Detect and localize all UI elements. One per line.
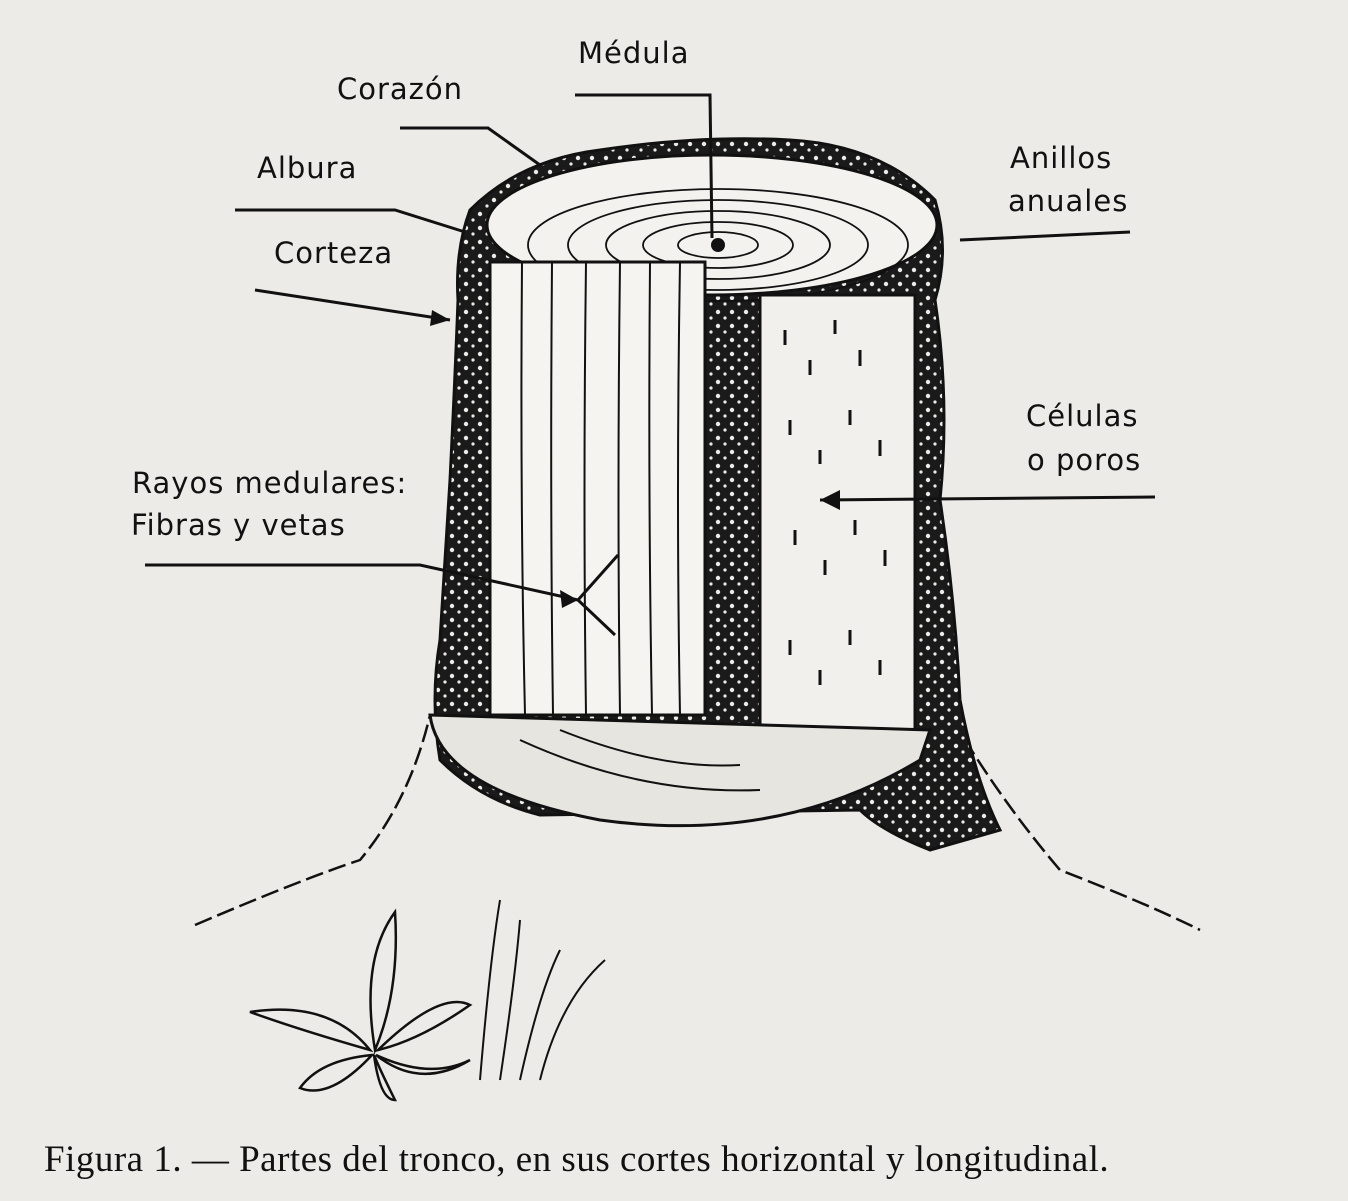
label-medula: Médula <box>578 36 690 70</box>
label-albura: Albura <box>257 151 358 185</box>
annual-rings <box>527 188 909 302</box>
fiber-lines <box>520 261 681 716</box>
bottom-section <box>428 713 933 828</box>
leader-lines <box>145 93 1156 637</box>
grass <box>479 899 606 1081</box>
plant-illustration <box>249 908 473 1102</box>
label-corteza: Corteza <box>274 236 394 270</box>
longitudinal-face-right <box>758 293 917 747</box>
label-rayos-2: Fibras y vetas <box>131 508 346 542</box>
label-rayos-1: Rayos medulares: <box>132 466 408 500</box>
cell-pores <box>783 320 887 685</box>
label-anillos-2: anuales <box>1008 184 1129 218</box>
arrowheads <box>430 310 840 608</box>
label-celulas-2: o poros <box>1027 443 1142 477</box>
label-anillos-1: Anillos <box>1010 141 1113 175</box>
figure-caption: Figura 1. — Partes del tronco, en sus co… <box>44 1139 1110 1180</box>
ground-mound <box>194 713 1201 932</box>
label-corazon: Corazón <box>337 72 464 106</box>
pith <box>711 238 725 252</box>
label-celulas-1: Células <box>1026 399 1139 433</box>
